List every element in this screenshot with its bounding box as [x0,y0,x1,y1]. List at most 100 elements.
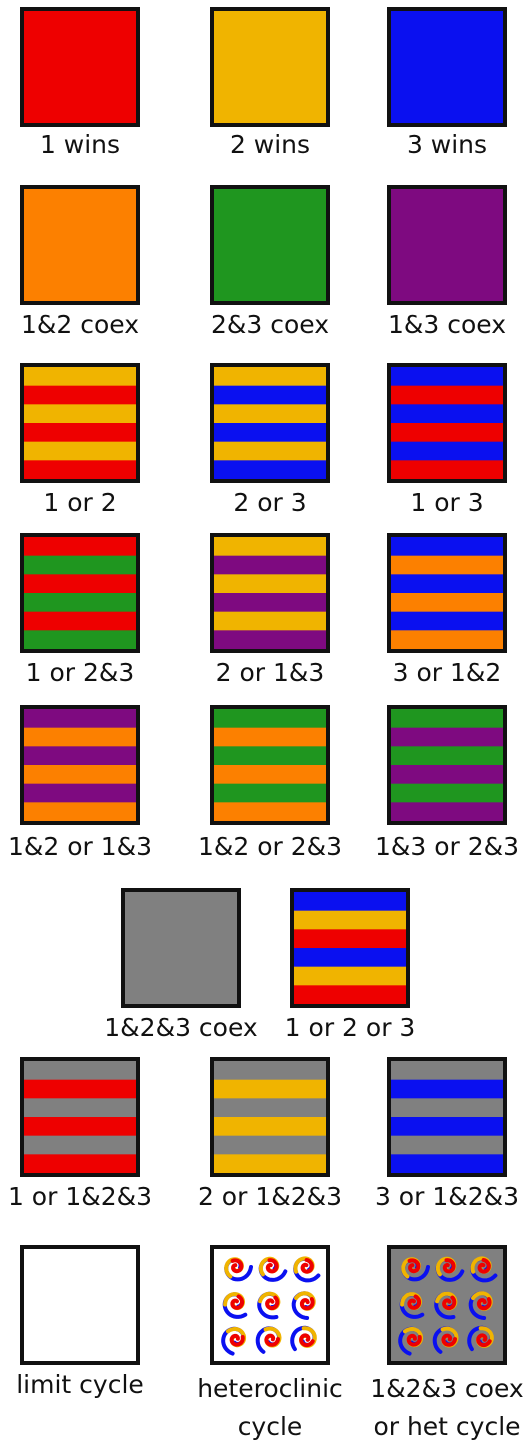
outcome-swatch [20,705,140,825]
swatch-stripe [24,784,136,803]
swatch-pattern [214,1249,326,1361]
swatch-stripe [214,1136,326,1155]
swatch-stripe [294,967,406,986]
outcome-swatch [290,888,410,1008]
swatch-pattern [391,1061,503,1173]
swatch-fill [214,11,326,123]
outcome-label: 1 or 2 or 3 [240,1013,460,1043]
outcome-label-line1: 3 wins [407,130,487,159]
outcome-label-line1: 1 or 3 [410,488,483,517]
swatch-stripe [294,911,406,930]
outcome-label-line1: 1&2 coex [21,310,139,339]
swatch-pattern [24,537,136,649]
swatch-stripe [391,1154,503,1173]
swatch-pattern [214,189,326,301]
swatch-stripe [391,442,503,461]
swatch-stripe [214,442,326,461]
swatch-pattern [24,1249,136,1361]
swatch-pattern [24,1061,136,1173]
outcome-swatch [121,888,241,1008]
swatch-stripe [214,765,326,784]
outcome-swatch [210,705,330,825]
swatch-pattern [391,189,503,301]
swatch-stripe [214,593,326,612]
swatch-pattern [391,11,503,123]
spiral-arm-3 [409,1336,420,1345]
swatch-stripe [391,593,503,612]
swatch-stripe [24,556,136,575]
swatch-pattern [125,892,237,1004]
swatch-stripe [24,574,136,593]
swatch-pattern [24,189,136,301]
spiral-arm-3 [232,1336,243,1345]
outcome-label: 1&2&3 coexor het cycle [337,1370,523,1446]
spiral-arm-3 [444,1298,454,1309]
outcome-label-line1: 1&2&3 coex [104,1013,257,1042]
outcome-label-line1: 1&2&3 coex [337,1370,523,1408]
swatch-stripe [391,746,503,765]
outcome-swatch [387,1245,507,1365]
outcome-swatch [20,363,140,483]
swatch-stripe [214,630,326,649]
swatch-stripe [214,746,326,765]
swatch-stripe [24,1080,136,1099]
swatch-stripe [214,574,326,593]
outcome-label-line1: 1 or 2 or 3 [285,1013,416,1042]
outcome-swatch [387,185,507,305]
swatch-stripe [24,1061,136,1080]
outcome-swatch [387,705,507,825]
outcome-label-line1: 3 or 1&2&3 [375,1182,519,1211]
outcome-label-line1: 1 or 2 [43,488,116,517]
swatch-stripe [391,460,503,479]
swatch-pattern [214,709,326,821]
swatch-fill [391,11,503,123]
swatch-stripe [24,404,136,423]
outcome-label-line1: 2 or 1&3 [216,658,325,687]
outcome-label-line1: 2 or 1&2&3 [198,1182,342,1211]
outcome-swatch [387,7,507,127]
swatch-pattern [214,537,326,649]
swatch-stripe [214,1154,326,1173]
outcome-label-line1: 1 or 1&2&3 [8,1182,152,1211]
swatch-stripe [24,1117,136,1136]
swatch-stripe [214,802,326,821]
outcome-label-line1: 1 wins [40,130,120,159]
swatch-stripe [391,1098,503,1117]
swatch-stripe [24,442,136,461]
outcome-swatch [20,533,140,653]
outcome-label: 1&3 or 2&3 [337,832,523,862]
swatch-stripe [214,423,326,442]
spiral-arm-3 [302,1299,313,1308]
swatch-pattern [294,892,406,1004]
swatch-stripe [391,423,503,442]
swatch-stripe [214,784,326,803]
swatch-stripe [391,630,503,649]
outcome-swatch [210,185,330,305]
outcome-swatch [20,1245,140,1365]
outcome-swatch [20,7,140,127]
outcome-swatch [387,1057,507,1177]
swatch-stripe [391,784,503,803]
swatch-fill [125,892,237,1004]
swatch-fill [24,1249,136,1361]
swatch-pattern [24,709,136,821]
swatch-stripe [391,1136,503,1155]
outcome-swatch [210,533,330,653]
swatch-stripe [391,709,503,728]
swatch-stripe [214,1080,326,1099]
swatch-stripe [24,593,136,612]
swatch-pattern [391,367,503,479]
swatch-stripe [24,1136,136,1155]
swatch-stripe [24,1154,136,1173]
swatch-stripe [391,1061,503,1080]
spiral-arm-3 [267,1298,277,1309]
swatch-stripe [391,728,503,747]
outcome-swatch [20,185,140,305]
swatch-stripe [214,367,326,386]
swatch-stripe [391,1080,503,1099]
swatch-stripe [214,537,326,556]
swatch-stripe [391,537,503,556]
swatch-pattern [214,367,326,479]
swatch-stripe [391,386,503,405]
outcome-label: 1&3 coex [337,310,523,340]
